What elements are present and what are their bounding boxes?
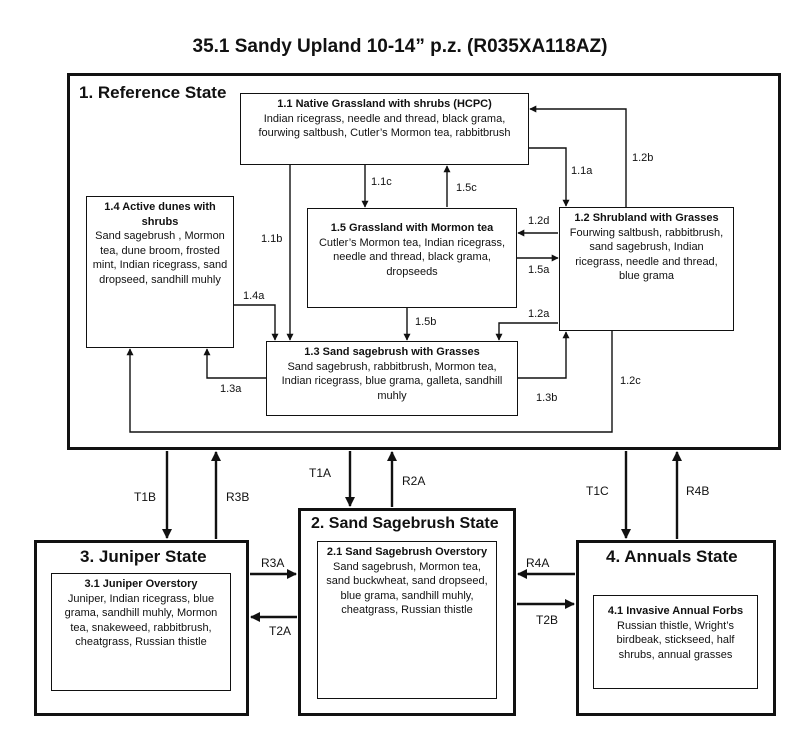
community-4-1: 4.1 Invasive Annual Forbs Russian thistl…	[593, 595, 758, 689]
community-1-2-title: 1.2 Shrubland with Grasses	[574, 212, 719, 224]
community-1-1: 1.1 Native Grassland with shrubs (HCPC) …	[240, 93, 529, 165]
diagram-title: 35.1 Sandy Upland 10-14” p.z. (R035XA118…	[192, 36, 608, 57]
community-1-5-title: 1.5 Grassland with Mormon tea	[330, 222, 494, 234]
label-1-2b: 1.2b	[632, 152, 654, 164]
label-t1a: T1A	[309, 466, 332, 480]
community-3-1-title: 3.1 Juniper Overstory	[84, 578, 198, 590]
community-1-3-title: 1.3 Sand sagebrush with Grasses	[304, 346, 480, 358]
community-3-1: 3.1 Juniper Overstory Juniper, Indian ri…	[51, 573, 231, 691]
community-2-1-species: Sand sagebrush, Mormon tea, sand buckwhe…	[326, 560, 488, 617]
label-1-3b: 1.3b	[536, 392, 558, 404]
label-t1b: T1B	[134, 490, 157, 504]
label-1-2a: 1.2a	[528, 308, 550, 320]
community-1-4-species: Sand sagebrush , Mormon tea, dune broom,…	[92, 230, 228, 286]
label-t1c: T1C	[586, 484, 609, 498]
label-1-5b: 1.5b	[415, 316, 437, 328]
label-r2a: R2A	[402, 474, 426, 488]
label-1-5a: 1.5a	[528, 264, 550, 276]
community-1-4-title: 1.4 Active dunes with shrubs	[104, 201, 216, 228]
community-1-1-species: Indian ricegrass, needle and thread, bla…	[258, 112, 511, 140]
community-1-5-species: Cutler’s Mormon tea, Indian ricegrass, n…	[318, 236, 506, 278]
community-2-1-title: 2.1 Sand Sagebrush Overstory	[326, 546, 488, 558]
community-1-2: 1.2 Shrubland with Grasses Fourwing salt…	[559, 207, 734, 331]
label-1-4a: 1.4a	[243, 290, 265, 302]
label-r4a: R4A	[526, 556, 550, 570]
label-1-1c: 1.1c	[371, 176, 392, 188]
label-1-2c: 1.2c	[620, 375, 641, 387]
label-1-5c: 1.5c	[456, 182, 477, 194]
community-1-1-title: 1.1 Native Grassland with shrubs (HCPC)	[277, 98, 492, 110]
label-r4b: R4B	[686, 484, 710, 498]
label-1-2d: 1.2d	[528, 215, 550, 227]
community-4-1-species: Russian thistle, Wright’s birdbeak, stic…	[616, 619, 735, 661]
community-3-1-species: Juniper, Indian ricegrass, blue grama, s…	[64, 592, 218, 649]
label-r3a: R3A	[261, 556, 285, 570]
label-t2a: T2A	[269, 624, 292, 638]
annuals-state-title: 4. Annuals State	[606, 547, 738, 566]
label-t2b: T2B	[536, 613, 559, 627]
community-1-5: 1.5 Grassland with Mormon tea Cutler’s M…	[307, 208, 517, 308]
label-1-1a: 1.1a	[571, 165, 593, 177]
reference-state-title: 1. Reference State	[79, 83, 227, 102]
community-1-2-species: Fourwing saltbush, rabbitbrush, sand sag…	[569, 226, 724, 283]
community-1-3: 1.3 Sand sagebrush with Grasses Sand sag…	[266, 341, 518, 416]
juniper-state-title: 3. Juniper State	[80, 547, 207, 566]
label-1-1b: 1.1b	[261, 233, 283, 245]
community-1-4: 1.4 Active dunes with shrubs Sand sagebr…	[86, 196, 234, 348]
label-1-3a: 1.3a	[220, 383, 242, 395]
community-4-1-title: 4.1 Invasive Annual Forbs	[607, 605, 744, 617]
label-r3b: R3B	[226, 490, 250, 504]
community-1-3-species: Sand sagebrush, rabbitbrush, Mormon tea,…	[281, 360, 503, 402]
community-2-1: 2.1 Sand Sagebrush Overstory Sand sagebr…	[317, 541, 497, 699]
sand-sagebrush-state-title: 2. Sand Sagebrush State	[311, 515, 499, 532]
